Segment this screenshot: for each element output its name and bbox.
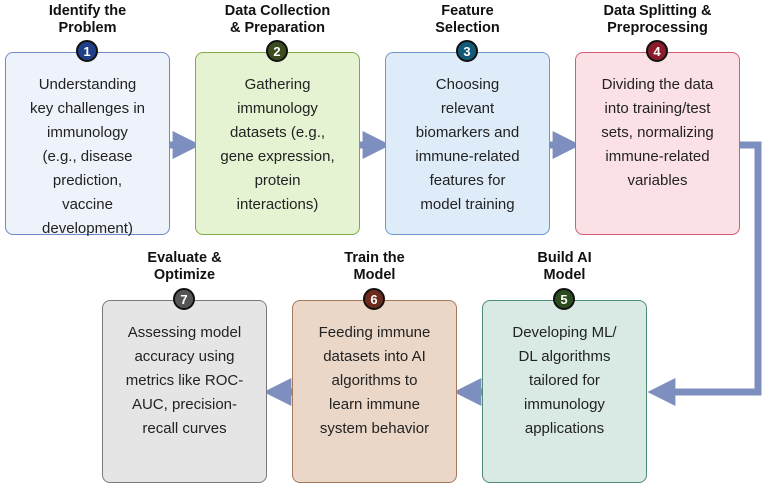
step-7-badge: 7 bbox=[173, 288, 195, 310]
step-6-badge: 6 bbox=[363, 288, 385, 310]
step-4-badge: 4 bbox=[646, 40, 668, 62]
step-2-badge: 2 bbox=[266, 40, 288, 62]
step-3-badge: 3 bbox=[456, 40, 478, 62]
step-4-title: Data Splitting &Preprocessing bbox=[603, 3, 712, 36]
step-7-title: Evaluate &Optimize bbox=[147, 250, 222, 283]
arrow-4-to-5 bbox=[647, 141, 762, 406]
step-5-badge: 5 bbox=[553, 288, 575, 310]
step-1-badge: 1 bbox=[76, 40, 98, 62]
step-2-title: Data Collection& Preparation bbox=[224, 3, 331, 36]
